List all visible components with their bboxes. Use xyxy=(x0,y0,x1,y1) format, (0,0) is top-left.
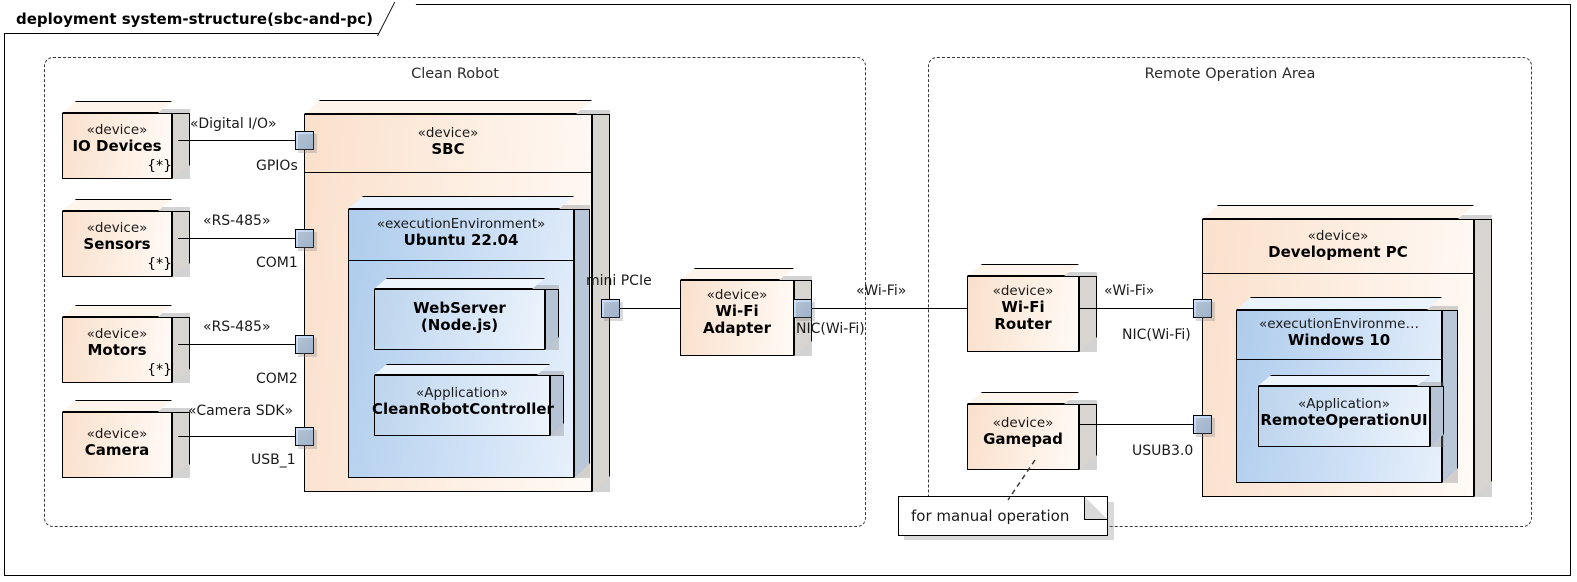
node-remoteoperationui[interactable]: «Application» RemoteOperationUI xyxy=(1258,375,1444,447)
wifi-router-stereotype: «device» xyxy=(992,283,1054,299)
wire-gamepad-devpc xyxy=(1080,424,1202,426)
sbc-stereotype: «device» xyxy=(417,125,479,141)
webserver-name-line1: WebServer xyxy=(413,299,506,317)
port-mini-pcie[interactable] xyxy=(601,299,623,321)
port-label-com1: COM1 xyxy=(256,255,298,271)
frame-label-tab: deployment system-structure(sbc-and-pc) xyxy=(4,4,400,34)
windows10-name: Windows 10 xyxy=(1287,331,1391,350)
connector-label-wifi-right: «Wi-Fi» xyxy=(1104,283,1155,299)
sensors-multiplicity: {*} xyxy=(147,256,172,272)
node-sensors[interactable]: «device» Sensors {*} xyxy=(62,199,190,277)
development-pc-name: Development PC xyxy=(1268,243,1408,262)
wifi-router-name-line2: Router xyxy=(994,315,1052,334)
gamepad-stereotype: «device» xyxy=(992,415,1054,431)
node-windows10[interactable]: «executionEnvironme… Windows 10 «Applica… xyxy=(1236,297,1458,483)
group-remote-operation-area xyxy=(928,57,1532,527)
io-devices-name: IO Devices xyxy=(72,137,162,156)
port-com1[interactable] xyxy=(295,229,317,251)
remoteoperationui-stereotype: «Application» xyxy=(1298,396,1390,412)
node-wifi-router[interactable]: «device» Wi-Fi Router xyxy=(967,264,1097,352)
sensors-name: Sensors xyxy=(83,235,151,254)
sbc-name: SBC xyxy=(431,140,465,159)
note-text: for manual operation xyxy=(911,507,1070,525)
ubuntu-name: Ubuntu 22.04 xyxy=(403,231,519,250)
node-sbc[interactable]: «device» SBC «executionEnvironment» Ubun… xyxy=(304,100,610,492)
wire-wifi-adapter-router xyxy=(812,308,967,310)
node-cleanrobotcontroller[interactable]: «Application» CleanRobotController xyxy=(372,364,564,436)
port-com2[interactable] xyxy=(295,335,317,357)
port-nic-wifi-pc[interactable] xyxy=(1193,299,1215,321)
node-webserver[interactable]: WebServer (Node.js) xyxy=(374,278,559,350)
motors-stereotype: «device» xyxy=(86,326,148,342)
io-devices-stereotype: «device» xyxy=(86,122,148,138)
wire-camera xyxy=(178,436,304,438)
remoteoperationui-name: RemoteOperationUI xyxy=(1260,411,1428,430)
windows10-stereotype: «executionEnvironme… xyxy=(1259,316,1419,332)
ubuntu-stereotype: «executionEnvironment» xyxy=(376,216,546,232)
group-remote-operation-area-label: Remote Operation Area xyxy=(1144,66,1316,82)
wire-router-devpc xyxy=(1080,308,1202,310)
wifi-adapter-name-line1: Wi-Fi xyxy=(715,302,759,321)
wire-motors xyxy=(178,344,304,346)
camera-stereotype: «device» xyxy=(86,426,148,442)
port-nic-wifi-adapter[interactable] xyxy=(793,299,815,321)
webserver-name-line2: (Node.js) xyxy=(420,316,499,335)
cleanrobotcontroller-stereotype: «Application» xyxy=(416,385,508,401)
frame-label: deployment system-structure(sbc-and-pc) xyxy=(16,10,373,28)
io-devices-multiplicity: {*} xyxy=(147,158,172,174)
development-pc-stereotype: «device» xyxy=(1307,228,1369,244)
node-development-pc[interactable]: «device» Development PC «executionEnviro… xyxy=(1202,205,1492,497)
port-usub30[interactable] xyxy=(1193,415,1215,437)
node-motors[interactable]: «device» Motors {*} xyxy=(62,305,190,383)
node-gamepad[interactable]: «device» Gamepad xyxy=(967,392,1097,470)
wifi-adapter-name-line2: Adapter xyxy=(703,319,771,338)
node-camera[interactable]: «device» Camera xyxy=(62,400,190,478)
note-anchor-line xyxy=(1007,459,1036,501)
wire-sensors xyxy=(178,238,304,240)
port-label-nic-wifi-adapter: NIC(Wi-Fi) xyxy=(796,321,865,337)
note-manual-operation: for manual operation xyxy=(898,496,1108,536)
node-wifi-adapter[interactable]: «device» Wi-Fi Adapter xyxy=(680,268,812,356)
connector-label-rs485-sensors: «RS-485» xyxy=(203,213,271,229)
port-label-mini-pcie: mini PCIe xyxy=(586,273,652,289)
camera-name: Camera xyxy=(84,441,150,460)
wire-io-devices xyxy=(178,140,304,142)
port-gpios[interactable] xyxy=(295,131,317,153)
group-clean-robot-label: Clean Robot xyxy=(411,66,499,82)
port-label-nic-wifi-pc: NIC(Wi-Fi) xyxy=(1122,327,1191,343)
node-io-devices[interactable]: «device» IO Devices {*} xyxy=(62,101,190,179)
group-clean-robot xyxy=(44,57,866,527)
port-usb1[interactable] xyxy=(295,427,317,449)
sensors-stereotype: «device» xyxy=(86,220,148,236)
wifi-router-name-line1: Wi-Fi xyxy=(1001,298,1045,317)
port-label-usb1: USB_1 xyxy=(251,452,296,468)
motors-name: Motors xyxy=(87,341,147,360)
port-label-com2: COM2 xyxy=(256,371,298,387)
motors-multiplicity: {*} xyxy=(147,362,172,378)
connector-label-camera-sdk: «Camera SDK» xyxy=(188,403,294,419)
connector-label-digital-io: «Digital I/O» xyxy=(190,116,277,132)
port-label-gpios: GPIOs xyxy=(256,158,298,174)
node-ubuntu[interactable]: «executionEnvironment» Ubuntu 22.04 WebS… xyxy=(348,196,590,478)
connector-label-wifi-left: «Wi-Fi» xyxy=(856,283,907,299)
gamepad-name: Gamepad xyxy=(983,430,1063,449)
cleanrobotcontroller-name: CleanRobotController xyxy=(372,400,554,419)
wifi-adapter-stereotype: «device» xyxy=(706,287,768,303)
wire-minipcie-adapter xyxy=(618,308,680,310)
connector-label-rs485-motors: «RS-485» xyxy=(203,319,271,335)
port-label-usub30: USUB3.0 xyxy=(1132,443,1194,459)
